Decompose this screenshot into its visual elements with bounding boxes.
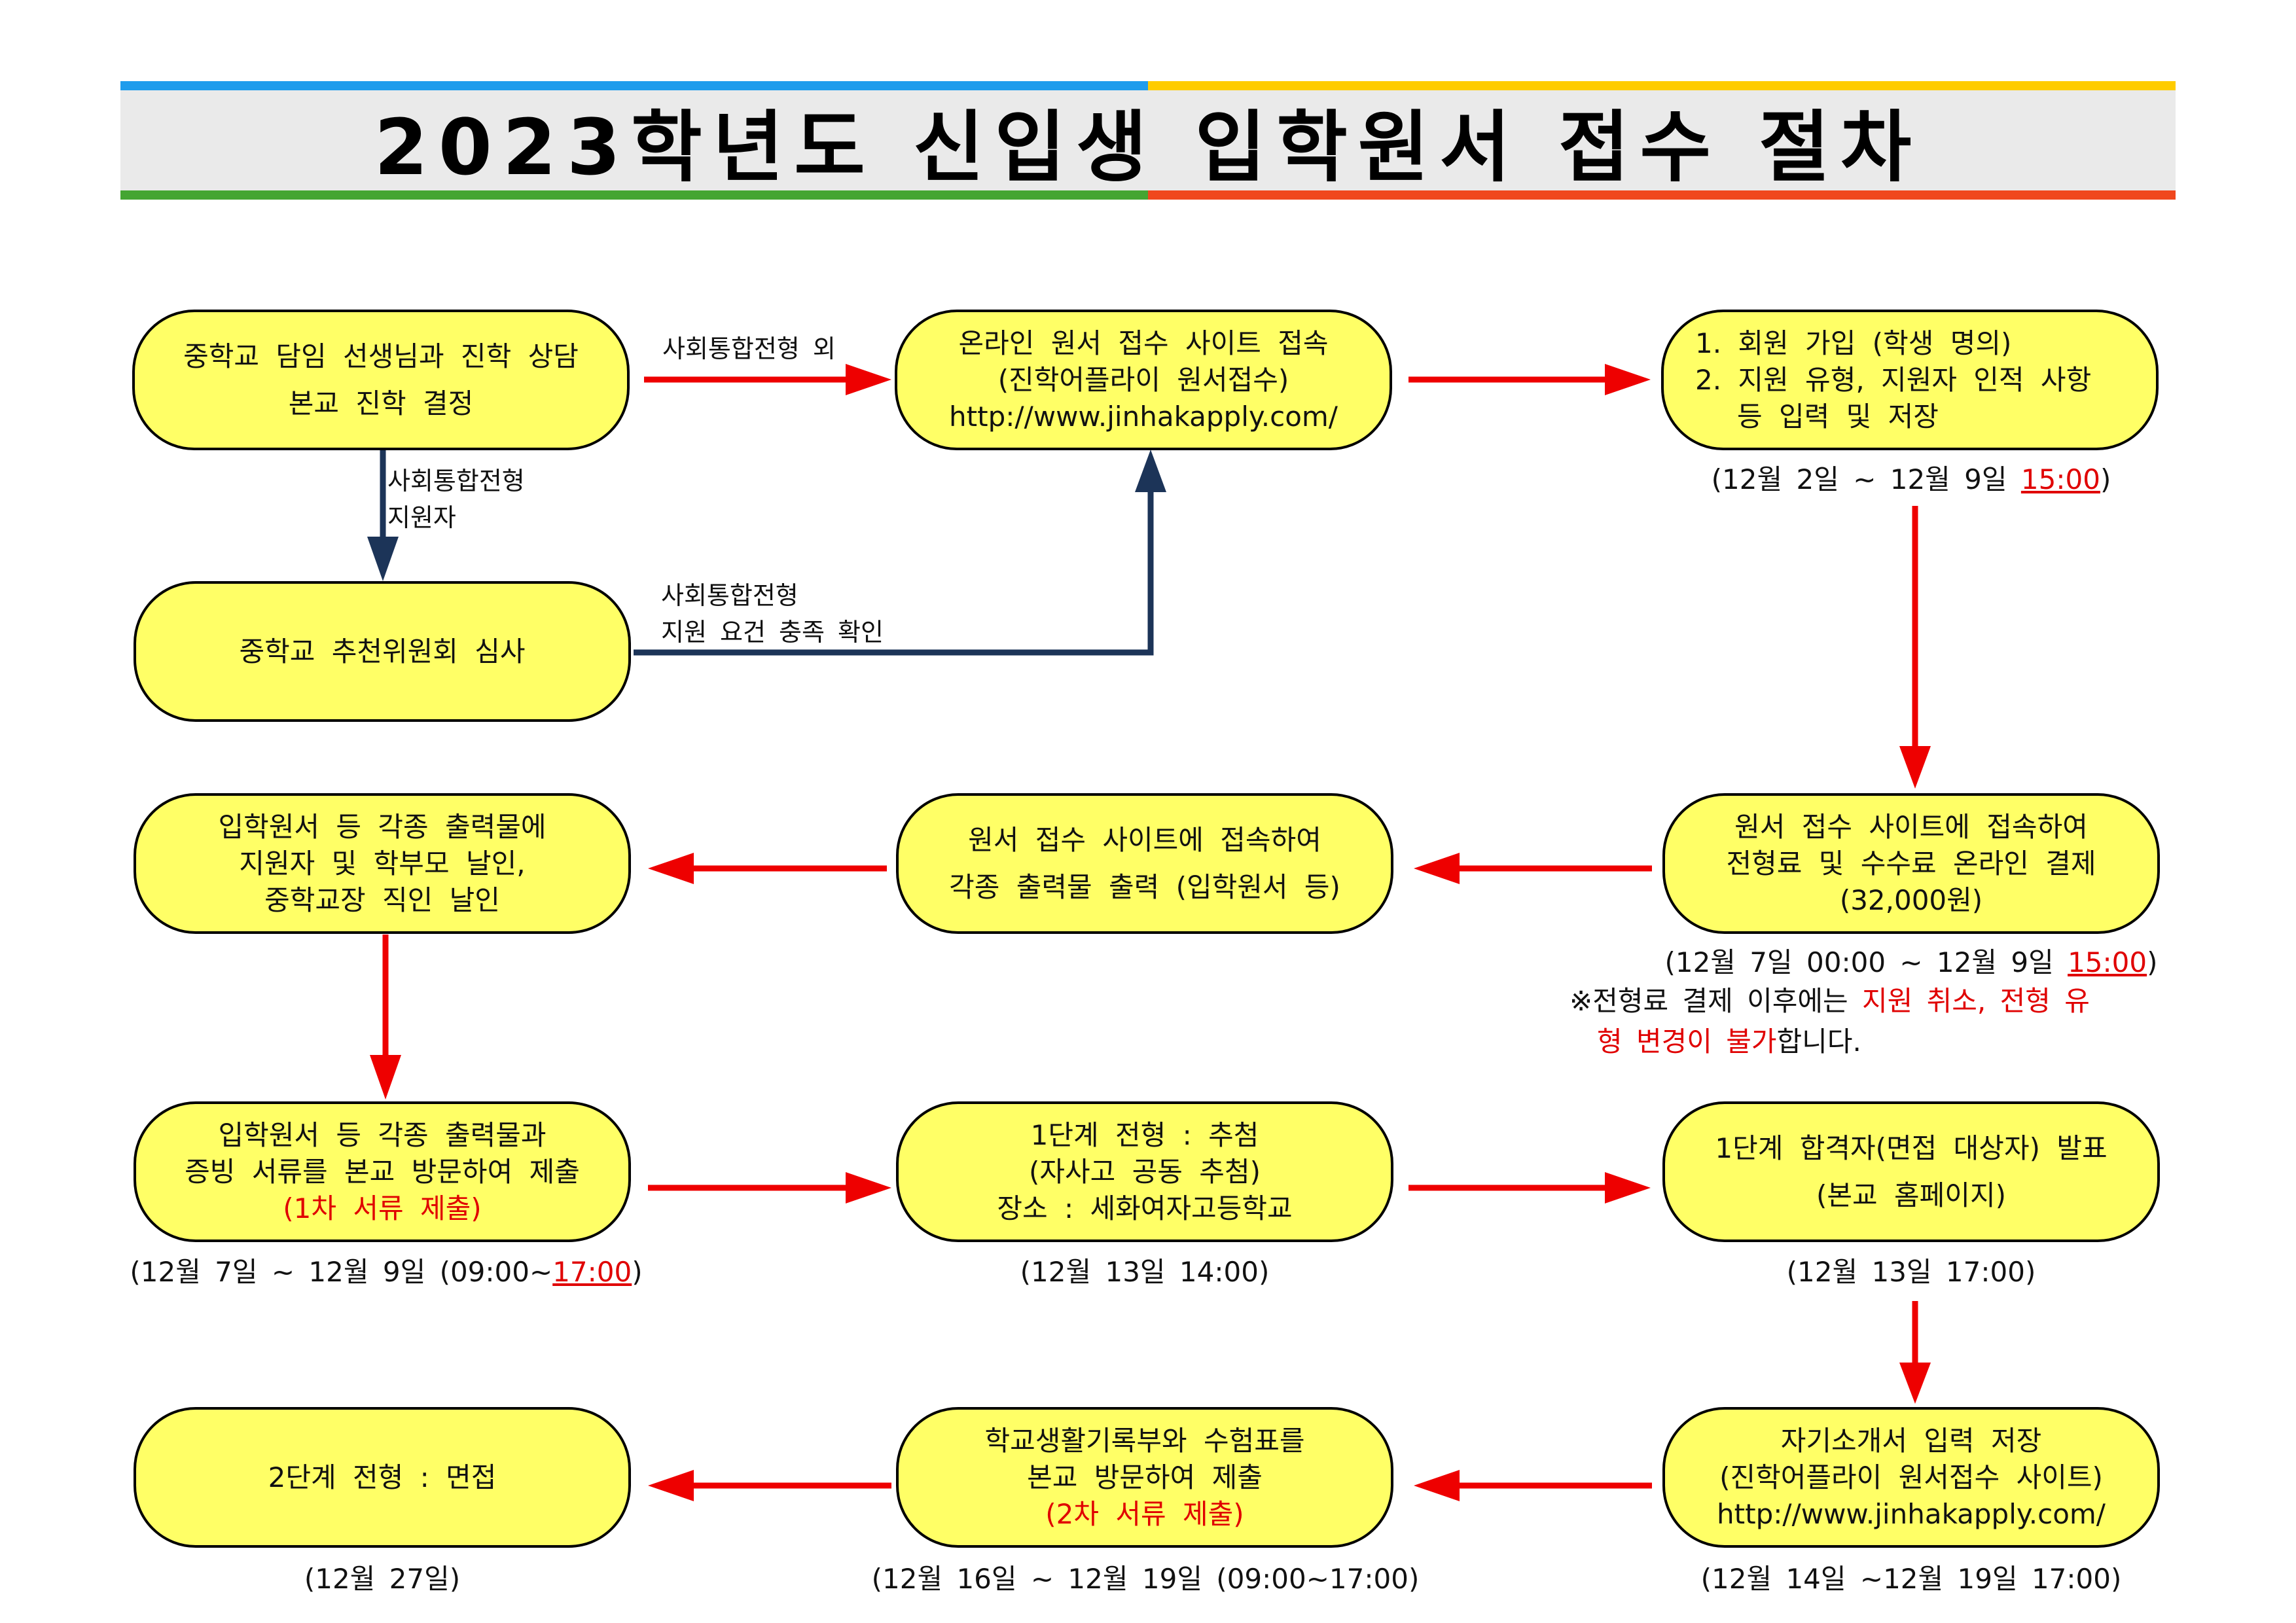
box-announce-line1: 1단계 합격자(면접 대상자) 발표 <box>1715 1132 2108 1164</box>
box-online-site: 온라인 원서 접수 사이트 접속 (진학어플라이 원서접수) http://ww… <box>895 310 1392 450</box>
arrow-recommend-to-site <box>634 488 1154 656</box>
arrowhead-announce-to-essay <box>1899 1363 1931 1404</box>
date-stage1: (12월 13일 14:00) <box>1020 1256 1270 1288</box>
date-register-a: (12월 2일 ~ 12월 9일 <box>1711 463 2021 495</box>
box-submit1-line1: 입학원서 등 각종 출력물과 <box>218 1118 547 1151</box>
box-submit2-line2: 본교 방문하여 제출 <box>1027 1461 1263 1493</box>
date-submit1-deadline: 17:00 <box>552 1256 632 1288</box>
label-social-line2: 지원자 <box>387 503 456 532</box>
bottom-bar-orange <box>1148 190 2176 200</box>
label-social-line1: 사회통합전형 <box>387 467 525 495</box>
box-print-line2: 각종 출력물 출력 (입학원서 등) <box>949 870 1340 903</box>
red-arrows <box>370 364 1931 1501</box>
box-essay-url: http://www.jinhakapply.com/ <box>1717 1497 2106 1530</box>
arrowhead-essay-to-submit2 <box>1414 1470 1460 1501</box>
label-social-applicant: 사회통합전형 지원자 <box>387 463 525 536</box>
box-register-line3: 등 입력 및 저장 <box>1737 400 1939 433</box>
payment-note: ※전형료 결제 이후에는 지원 취소, 전형 유 형 변경이 불가합니다. <box>1570 983 2090 1060</box>
arrowhead-recommend-to-site <box>1135 450 1166 492</box>
box-print-line1: 원서 접수 사이트에 접속하여 <box>968 823 1321 856</box>
box-online-site-url: http://www.jinhakapply.com/ <box>949 400 1338 433</box>
box-payment: 원서 접수 사이트에 접속하여 전형료 및 수수료 온라인 결제 (32,000… <box>1662 793 2160 934</box>
arrowhead-payment-to-print <box>1414 853 1460 884</box>
date-payment-deadline: 15:00 <box>2068 946 2147 978</box>
box-online-site-line2: (진학어플라이 원서접수) <box>997 363 1289 396</box>
box-stage1-line2: (자사고 공동 추첨) <box>1029 1155 1261 1188</box>
date-interview: (12월 27일) <box>304 1563 461 1595</box>
box-submit2: 학교생활기록부와 수험표를 본교 방문하여 제출 (2차 서류 제출) <box>896 1407 1393 1548</box>
date-submit1: (12월 7일 ~ 12월 9일 (09:00~17:00) <box>92 1254 681 1291</box>
arrowhead-seal-to-submit1 <box>370 1055 401 1099</box>
box-interview: 2단계 전형 : 면접 <box>134 1407 631 1548</box>
box-payment-line3: (32,000원) <box>1839 883 1983 916</box>
box-essay: 자기소개서 입력 저장 (진학어플라이 원서접수 사이트) http://www… <box>1662 1407 2160 1548</box>
box-submit2-line1: 학교생활기록부와 수험표를 <box>984 1424 1305 1457</box>
box-submit1: 입학원서 등 각종 출력물과 증빙 서류를 본교 방문하여 제출 (1차 서류 … <box>134 1101 631 1242</box>
box-submit2-line3: (2차 서류 제출) <box>1045 1497 1244 1530</box>
box-online-site-line1: 온라인 원서 접수 사이트 접속 <box>958 327 1329 359</box>
arrowhead-counsel-to-site <box>846 364 891 395</box>
box-seal: 입학원서 등 각종 출력물에 지원자 및 학부모 날인, 중학교장 직인 날인 <box>134 793 631 934</box>
note-d: 합니다. <box>1776 1026 1861 1058</box>
note-c: 형 변경이 불가 <box>1597 1026 1777 1058</box>
arrowhead-stage1-to-announce <box>1605 1172 1651 1204</box>
box-stage1-line1: 1단계 전형 : 추첨 <box>1030 1118 1259 1151</box>
label-req-line2: 지원 요건 충족 확인 <box>661 618 884 647</box>
date-register-c: ) <box>2100 463 2111 495</box>
bottom-bar-green <box>120 190 1148 200</box>
box-payment-line1: 원서 접수 사이트에 접속하여 <box>1734 810 2088 843</box>
box-register-line2: 2. 지원 유형, 지원자 인적 사항 <box>1695 363 2092 396</box>
date-announce: (12월 13일 17:00) <box>1786 1256 2036 1288</box>
date-payment-a: (12월 7일 00:00 ~ 12월 9일 <box>1664 946 2068 978</box>
box-register-line1: 1. 회원 가입 (학생 명의) <box>1695 327 2012 359</box>
box-announce: 1단계 합격자(면접 대상자) 발표 (본교 홈페이지) <box>1662 1101 2160 1242</box>
box-counsel: 중학교 담임 선생님과 진학 상담 본교 진학 결정 <box>132 310 630 450</box>
navy-arrows <box>367 450 1166 656</box>
date-register-deadline: 15:00 <box>2020 463 2100 495</box>
date-payment: (12월 7일 00:00 ~ 12월 9일 15:00) <box>1584 944 2238 981</box>
box-stage1-line3: 장소 : 세화여자고등학교 <box>997 1192 1293 1224</box>
title-band <box>120 90 2176 190</box>
arrowhead-submit1-to-stage1 <box>846 1172 891 1204</box>
date-register: (12월 2일 ~ 12월 9일 15:00) <box>1662 461 2160 498</box>
box-seal-line3: 중학교장 직인 날인 <box>264 883 500 916</box>
label-non-social: 사회통합전형 외 <box>662 334 836 363</box>
box-counsel-line1: 중학교 담임 선생님과 진학 상담 <box>183 340 579 372</box>
box-recommend-line1: 중학교 추천위원회 심사 <box>239 635 526 668</box>
note-b: 지원 취소, 전형 유 <box>1862 985 2090 1017</box>
date-essay: (12월 14일 ~12월 19일 17:00) <box>1700 1563 2122 1595</box>
box-submit1-line3: (1차 서류 제출) <box>283 1192 482 1224</box>
top-bar-blue <box>120 81 1148 90</box>
top-bar-yellow <box>1148 81 2176 90</box>
box-interview-line1: 2단계 전형 : 면접 <box>268 1461 497 1493</box>
label-requirement-check: 사회통합전형 지원 요건 충족 확인 <box>661 577 884 651</box>
box-recommend: 중학교 추천위원회 심사 <box>134 581 631 722</box>
arrowhead-print-to-seal <box>648 853 694 884</box>
label-req-line1: 사회통합전형 <box>661 581 798 610</box>
page-title: 2023학년도 신입생 입학원서 접수 절차 <box>374 102 1922 192</box>
date-submit1-c: ) <box>632 1256 643 1288</box>
box-essay-line1: 자기소개서 입력 저장 <box>1780 1424 2042 1457</box>
date-submit2: (12월 16일 ~ 12월 19일 (09:00~17:00) <box>871 1563 1420 1595</box>
box-seal-line2: 지원자 및 학부모 날인, <box>239 847 526 880</box>
box-submit1-line2: 증빙 서류를 본교 방문하여 제출 <box>185 1155 580 1188</box>
box-stage1: 1단계 전형 : 추첨 (자사고 공동 추첨) 장소 : 세화여자고등학교 <box>896 1101 1393 1242</box>
arrowhead-counsel-to-recommend <box>367 537 399 581</box>
arrowhead-submit2-to-interview <box>648 1470 694 1501</box>
date-payment-c: ) <box>2147 946 2158 978</box>
arrowhead-site-to-register <box>1605 364 1651 395</box>
box-essay-line2: (진학어플라이 원서접수 사이트) <box>1719 1461 2103 1493</box>
box-register: 1. 회원 가입 (학생 명의) 2. 지원 유형, 지원자 인적 사항 등 입… <box>1661 310 2159 450</box>
arrowhead-register-to-payment <box>1899 746 1931 789</box>
note-a: ※전형료 결제 이후에는 <box>1570 985 1863 1017</box>
box-payment-line2: 전형료 및 수수료 온라인 결제 <box>1726 847 2096 880</box>
box-counsel-line2: 본교 진학 결정 <box>288 387 474 419</box>
box-print: 원서 접수 사이트에 접속하여 각종 출력물 출력 (입학원서 등) <box>896 793 1393 934</box>
box-seal-line1: 입학원서 등 각종 출력물에 <box>218 810 547 843</box>
box-announce-line2: (본교 홈페이지) <box>1816 1179 2006 1211</box>
date-submit1-a: (12월 7일 ~ 12월 9일 (09:00~ <box>130 1256 553 1288</box>
